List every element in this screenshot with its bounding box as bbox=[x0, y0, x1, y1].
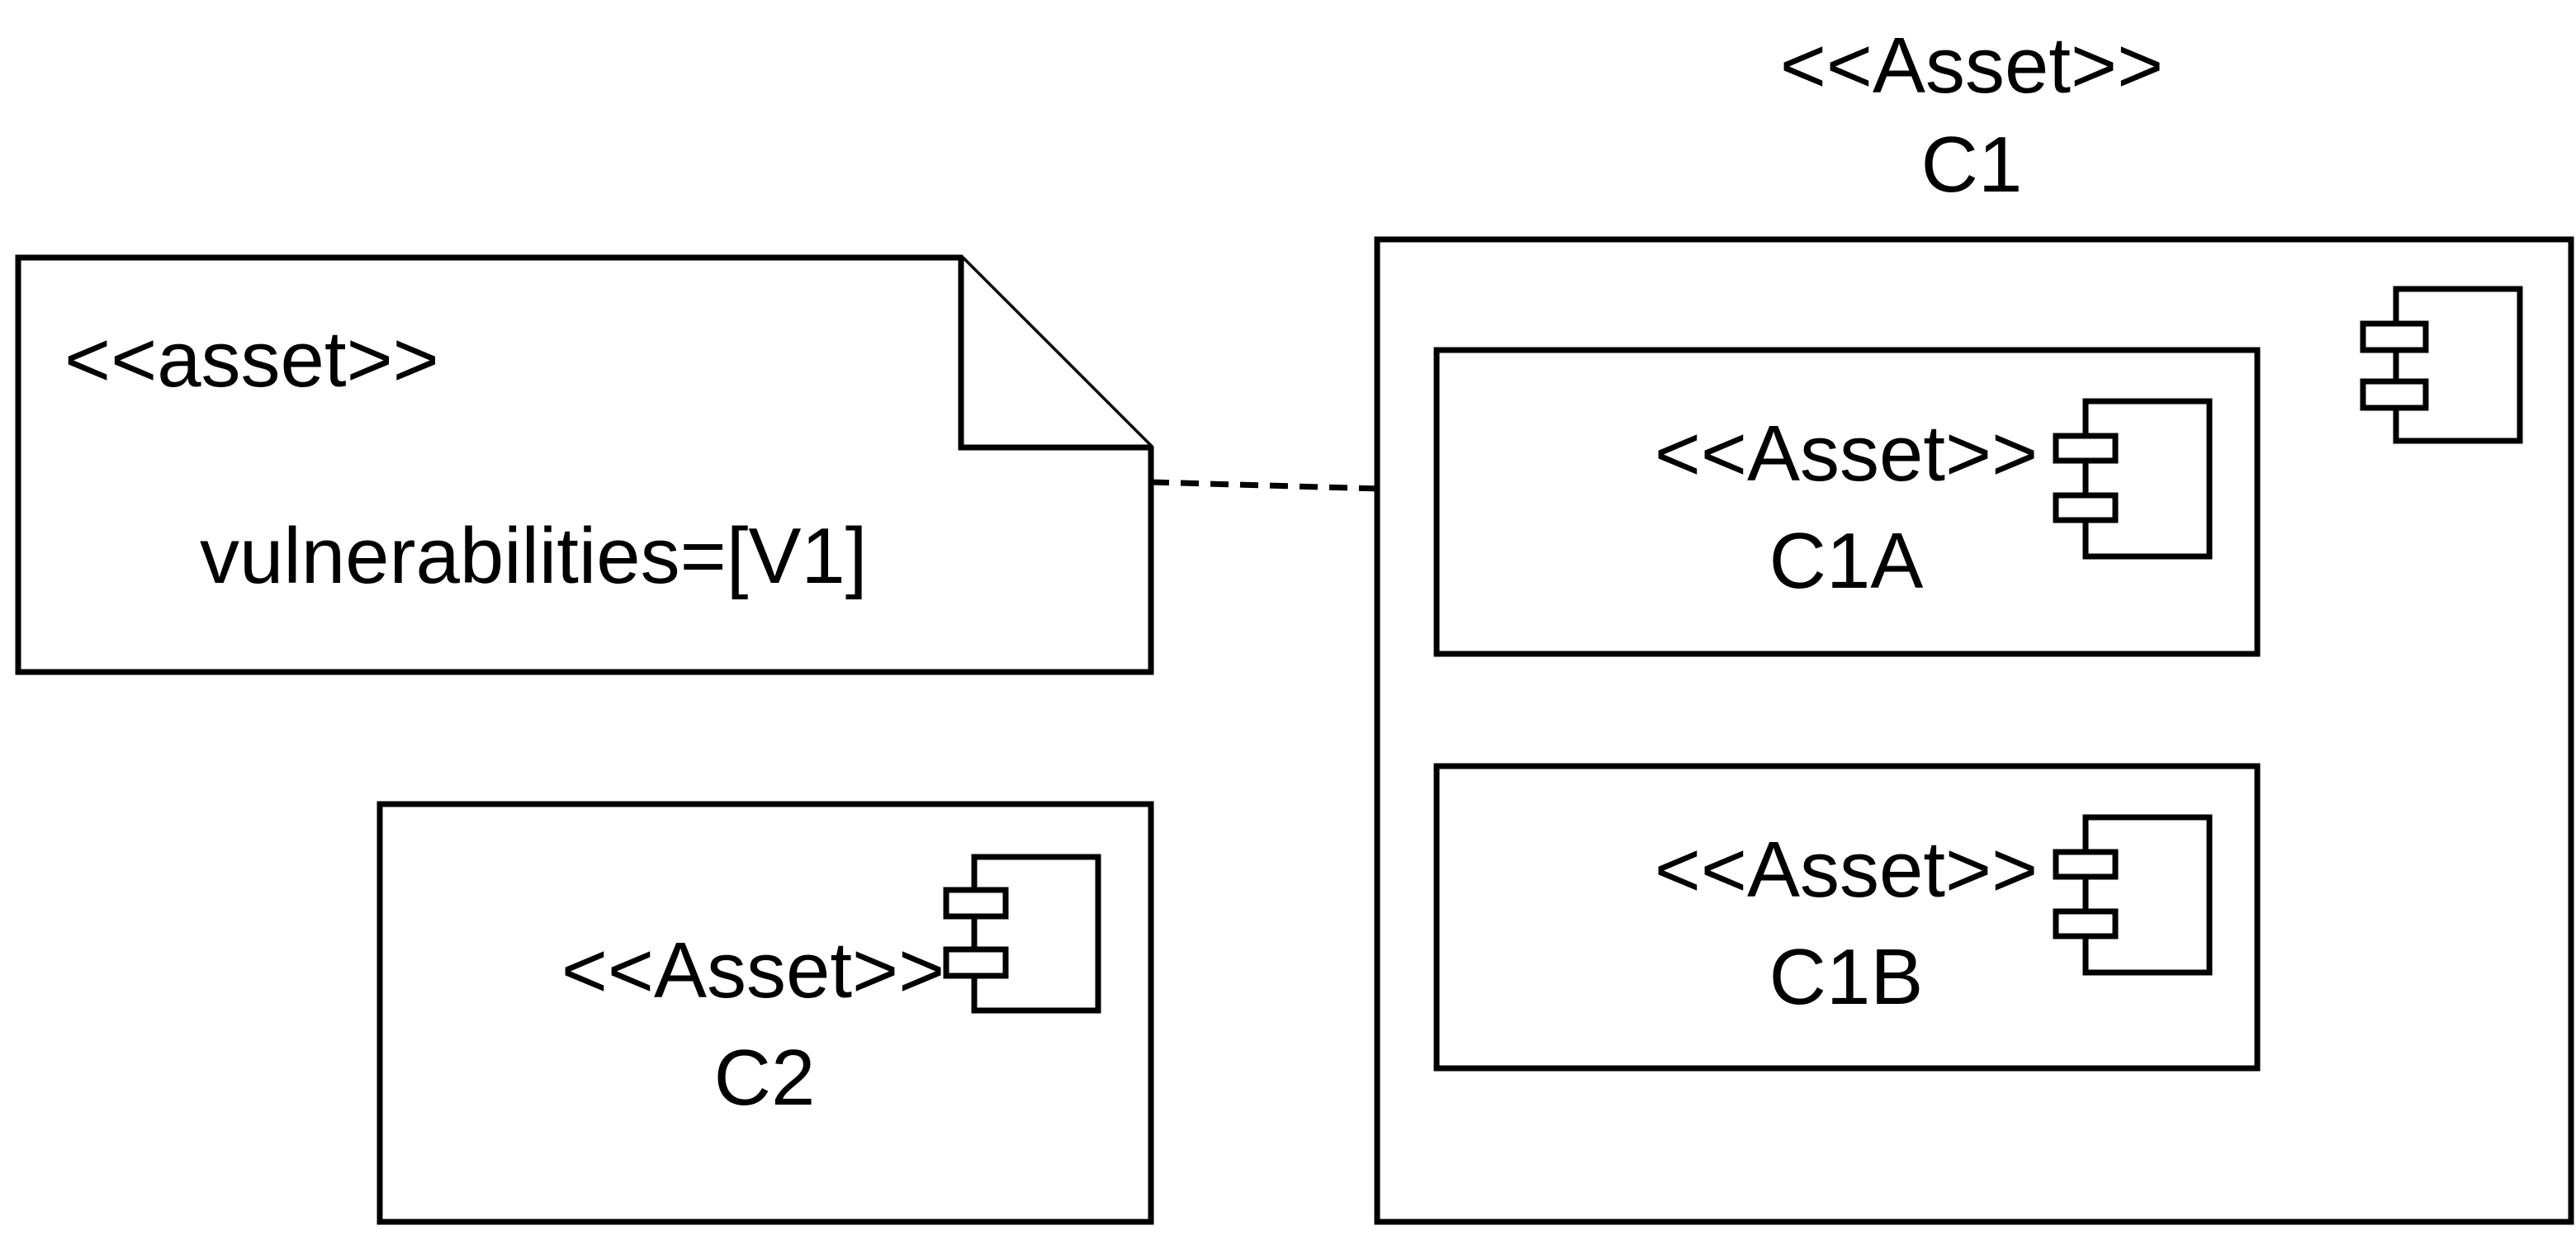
component-c2[interactable]: <<Asset>> C2 bbox=[376, 801, 1154, 1225]
c1b-stereotype: <<Asset>> bbox=[1655, 826, 2038, 914]
component-c1b[interactable]: <<Asset>> C1B bbox=[1433, 763, 2261, 1072]
c1b-component-icon bbox=[2053, 814, 2213, 976]
note-folded-corner bbox=[958, 258, 1151, 451]
note-shape bbox=[15, 254, 1154, 675]
note-text: vulnerabilities=[V1] bbox=[200, 512, 867, 600]
c1-component-icon bbox=[2360, 286, 2523, 444]
c1a-component-icon bbox=[2053, 398, 2213, 560]
c1b-name: C1B bbox=[1769, 933, 1924, 1021]
asset-note[interactable]: <<asset>> vulnerabilities=[V1] bbox=[15, 254, 1154, 675]
note-stereotype: <<asset>> bbox=[64, 315, 439, 404]
c2-stereotype: <<Asset>> bbox=[561, 926, 945, 1015]
component-c1a[interactable]: <<Asset>> C1A bbox=[1433, 347, 2261, 657]
c1-stereotype: <<Asset>> bbox=[1780, 21, 2163, 110]
c2-component-icon bbox=[943, 854, 1101, 1014]
c1a-name: C1A bbox=[1769, 517, 1924, 605]
c1a-stereotype: <<Asset>> bbox=[1655, 409, 2038, 498]
c1-name: C1 bbox=[1921, 121, 2023, 209]
c2-name: C2 bbox=[714, 1034, 816, 1122]
